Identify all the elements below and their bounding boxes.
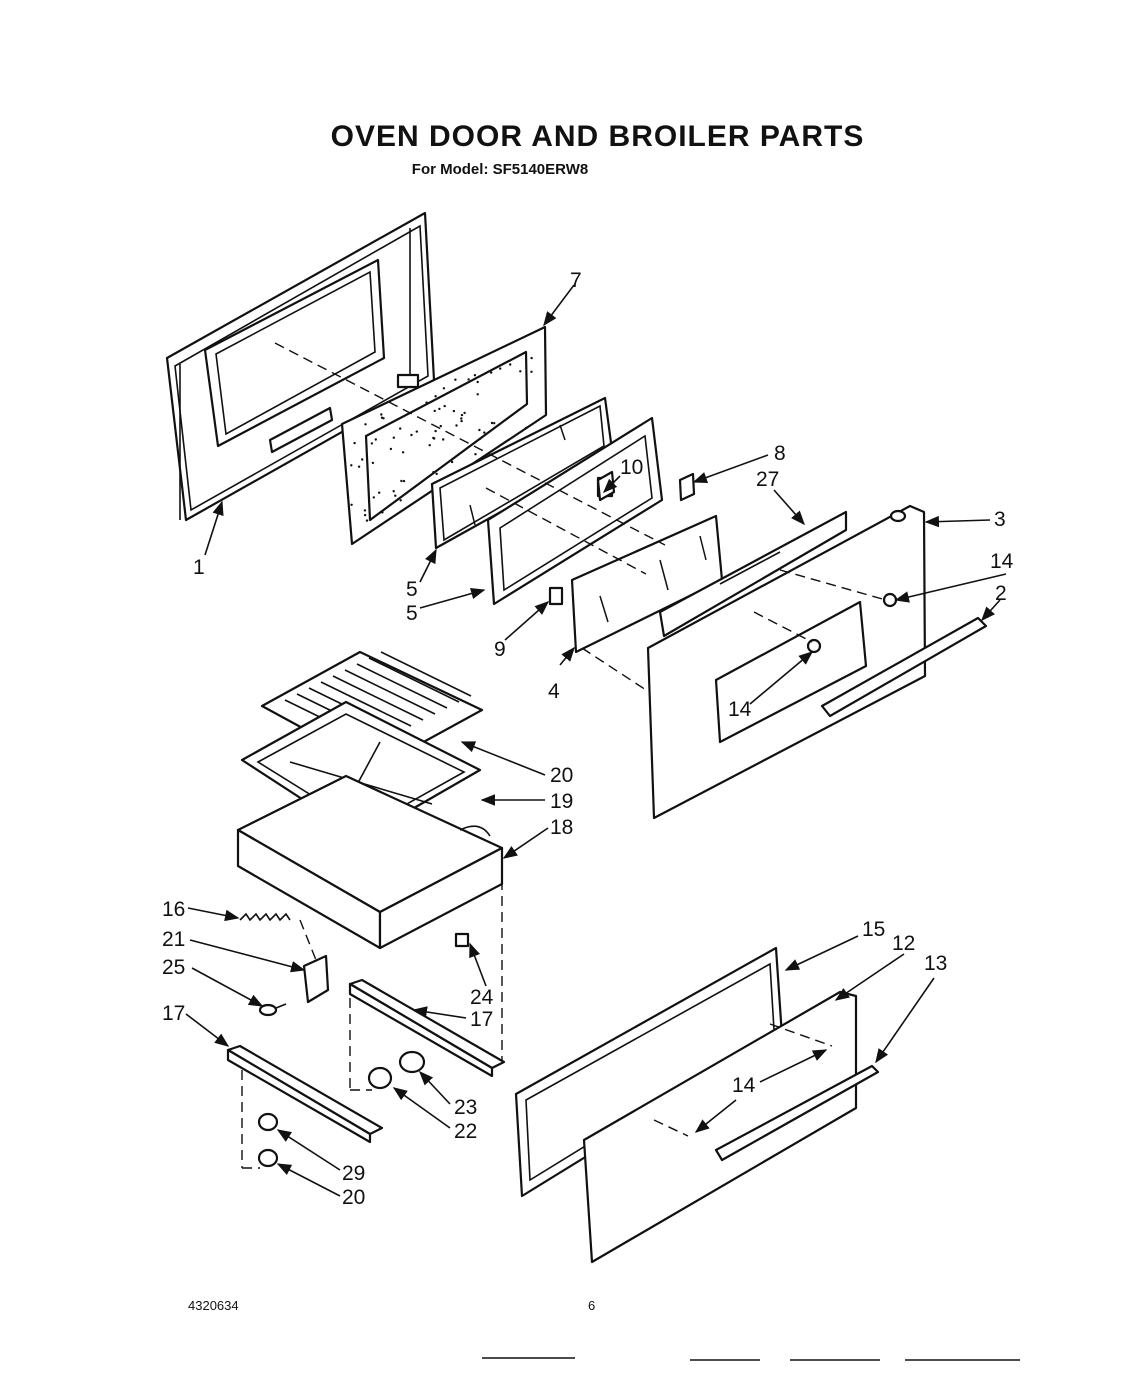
page-number: 6 — [588, 1298, 596, 1313]
callout-13: 13 — [924, 952, 947, 975]
callout-27: 27 — [756, 468, 779, 491]
callout-24: 23 — [454, 1096, 477, 1119]
part-23-roller — [367, 1066, 393, 1090]
callout-8: 8 — [774, 442, 786, 465]
part-18-broiler-pan — [236, 774, 504, 950]
callout-17b: 17 — [162, 1002, 185, 1025]
part-13-drawer-handle — [714, 1064, 880, 1162]
part-8-bracket — [678, 472, 696, 502]
callout-labels: 1 7 5 5 9 10 8 27 3 14 2 4 14 20 19 18 1… — [162, 269, 1014, 1209]
part-21-latch — [302, 954, 330, 1004]
part-6-glass — [430, 396, 614, 550]
callout-17a: 17 — [470, 1008, 493, 1031]
part-12-drawer-front — [582, 990, 858, 1264]
callout-2: 2 — [995, 582, 1007, 605]
callout-18: 18 — [550, 816, 573, 839]
callout-26: 25 — [162, 956, 185, 979]
part-24-roller — [398, 1050, 426, 1074]
callout-14b: 14 — [728, 698, 752, 721]
callout-20: 20 — [550, 764, 573, 787]
model-subtitle: For Model: SF5140ERW8 — [411, 161, 589, 178]
scan-artifacts — [482, 1357, 1020, 1361]
callout-5: 5 — [406, 602, 418, 625]
part-27-vent-trim — [658, 510, 848, 638]
part-17-rail-lower — [226, 1044, 384, 1144]
callout-22: 20 — [342, 1186, 365, 1209]
part-25-clip — [454, 932, 470, 948]
part-7-insulation — [340, 325, 548, 546]
callout-14c: 14 — [732, 1074, 756, 1097]
callout-leaders — [185, 284, 1007, 1197]
callout-7: 7 — [570, 269, 582, 292]
callout-3: 3 — [994, 508, 1006, 531]
callout-15: 15 — [862, 918, 885, 941]
part-2-handle — [820, 616, 988, 718]
part-17-rail-upper — [348, 978, 506, 1078]
callout-12: 12 — [892, 932, 915, 955]
callout-9: 9 — [494, 638, 506, 661]
callout-14a: 14 — [990, 550, 1014, 573]
assembly-dashed-lines — [241, 342, 887, 1169]
callout-1: 1 — [193, 556, 205, 579]
callout-16: 16 — [162, 898, 185, 921]
callout-10: 10 — [620, 456, 643, 479]
callout-23: 22 — [454, 1120, 477, 1143]
callout-4: 4 — [548, 680, 560, 703]
part-26-screw — [258, 1003, 287, 1017]
document-number: 4320634 — [188, 1298, 239, 1313]
part-29-roller — [257, 1112, 279, 1132]
part-22-roller — [257, 1148, 279, 1168]
callout-25: 24 — [470, 986, 494, 1009]
part-16-spring — [239, 912, 291, 922]
page-title: OVEN DOOR AND BROILER PARTS — [330, 120, 865, 153]
callout-19: 19 — [550, 790, 573, 813]
callout-21: 21 — [162, 928, 185, 951]
callout-29: 29 — [342, 1162, 365, 1185]
callout-6: 5 — [406, 578, 418, 601]
